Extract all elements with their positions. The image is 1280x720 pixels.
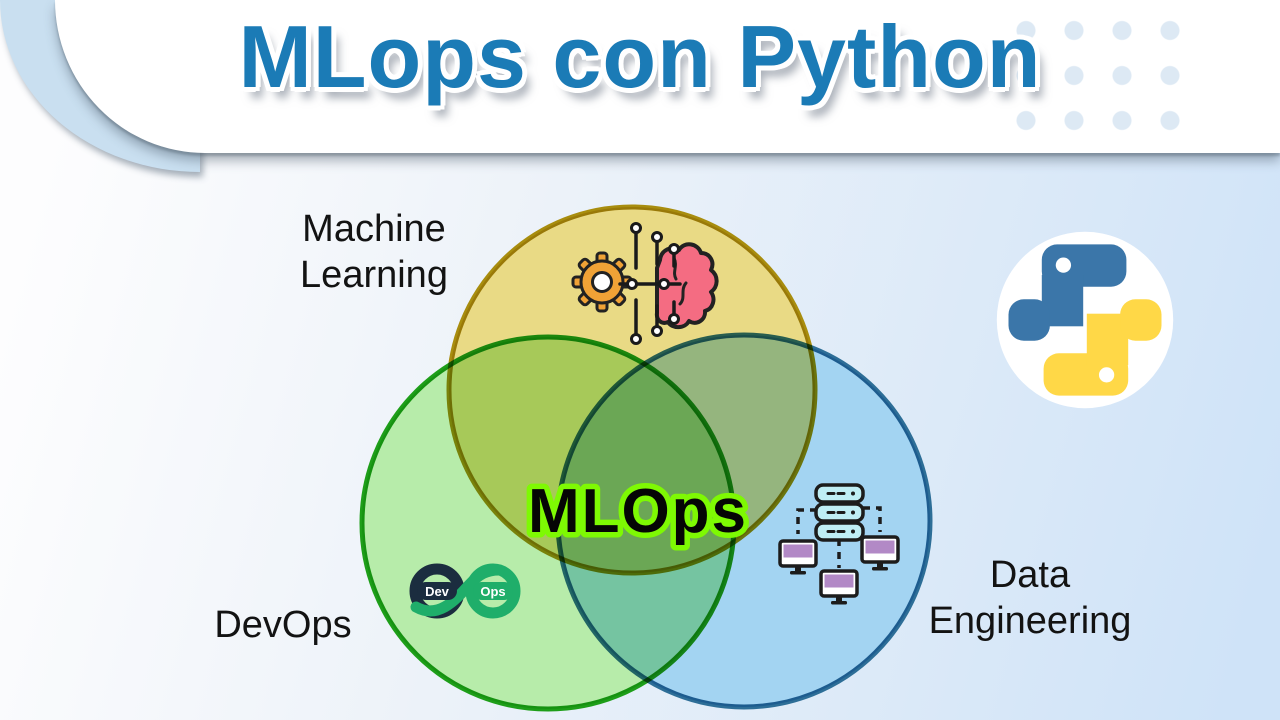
machine-learning-label-line1: Machine [302, 208, 446, 250]
devops-icon-ops-text: Ops [480, 584, 505, 599]
gear-brain-circuit-icon [571, 222, 719, 345]
monitor-icon [819, 569, 859, 605]
brain-shape [654, 242, 719, 330]
data-engineering-label-line1: Data [989, 554, 1071, 596]
machine-learning-label-line2: Learning [300, 254, 448, 297]
devops-infinity-icon: Dev Ops [409, 563, 521, 619]
data-engineering-circle [558, 335, 930, 707]
page-title: MLops con Python [238, 7, 1042, 106]
devops-label: DevOps [214, 604, 352, 646]
monitor-icon [860, 535, 900, 571]
machine-learning-label: Machine Learning [268, 206, 480, 299]
dot-grid-decoration [1002, 8, 1192, 143]
mlops-center-label: MLOps [528, 477, 748, 546]
server-network-icon [778, 483, 900, 605]
data-engineering-label-line2: Engineering [928, 600, 1132, 643]
monitor-icon [778, 539, 818, 575]
python-eye [1055, 257, 1072, 273]
data-engineering-label: Data Engineering [915, 552, 1145, 645]
python-eye [1098, 367, 1115, 383]
python-logo [996, 231, 1174, 409]
devops-icon-dev-text: Dev [425, 584, 450, 599]
